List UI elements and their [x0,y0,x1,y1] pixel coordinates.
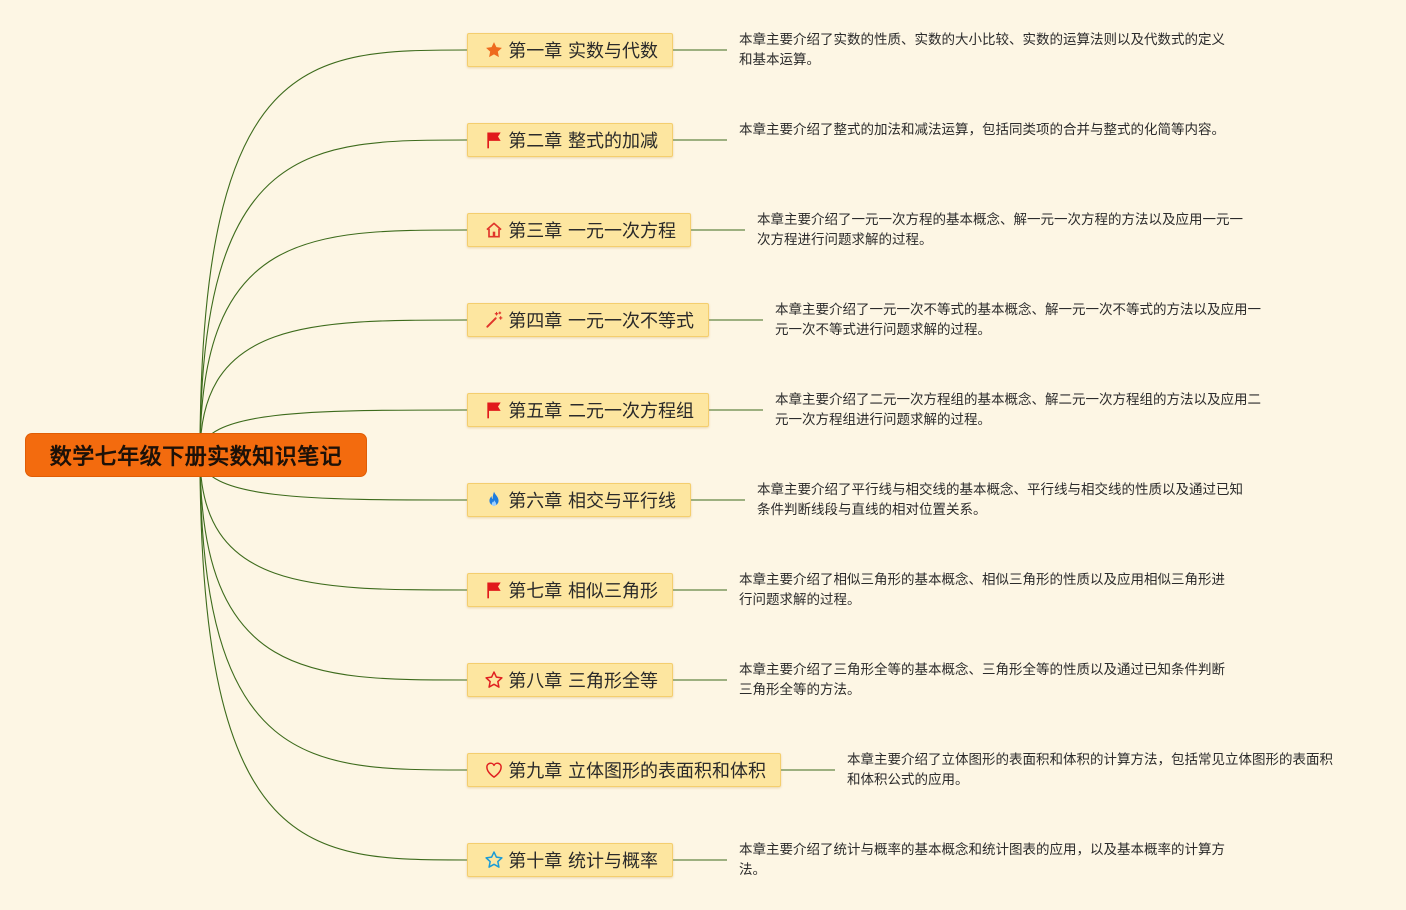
chapter-description: 本章主要介绍了三角形全等的基本概念、三角形全等的性质以及通过已知条件判断三角形全… [739,662,1225,698]
chapter-label: 第五章 二元一次方程组 [508,401,694,422]
chapter-node[interactable]: 第九章 立体图形的表面积和体积 [467,753,781,787]
branch-connector [199,454,468,681]
home-icon [484,219,504,241]
chapter-node[interactable]: 第十章 统计与概率 [467,843,673,877]
chapter-description: 本章主要介绍了立体图形的表面积和体积的计算方法，包括常见立体图形的表面积和体积公… [847,752,1333,788]
chapter-label: 第四章 一元一次不等式 [508,311,694,332]
branch-connector [199,454,468,861]
chapter-description: 本章主要介绍了平行线与相交线的基本概念、平行线与相交线的性质以及通过已知条件判断… [757,482,1243,518]
chapter-label: 第八章 三角形全等 [508,671,658,692]
chapter-node[interactable]: 第六章 相交与平行线 [467,483,691,517]
branch-connector [199,454,468,771]
star-outline-blue-icon [484,849,504,871]
chapter-node[interactable]: 第三章 一元一次方程 [467,213,691,247]
root-topic[interactable]: 数学七年级下册实数知识笔记 [26,434,366,476]
branch-connector [199,139,468,456]
chapter-node[interactable]: 第一章 实数与代数 [467,33,673,67]
chapter-description: 本章主要介绍了相似三角形的基本概念、相似三角形的性质以及应用相似三角形进行问题求… [739,572,1225,608]
red-flag-icon [484,579,504,601]
heart-outline-icon [484,759,504,781]
chapter-node[interactable]: 第四章 一元一次不等式 [467,303,709,337]
chapter-node[interactable]: 第八章 三角形全等 [467,663,673,697]
flame-icon [484,489,504,511]
chapter-description: 本章主要介绍了统计与概率的基本概念和统计图表的应用，以及基本概率的计算方法。 [739,842,1225,878]
chapter-label: 第二章 整式的加减 [508,131,658,152]
chapter-label: 第三章 一元一次方程 [508,221,676,242]
star-filled-icon [484,39,504,61]
chapter-description: 本章主要介绍了一元一次不等式的基本概念、解一元一次不等式的方法以及应用一元一次不… [775,302,1261,338]
magic-wand-icon [484,309,504,331]
branch-connector [199,49,468,456]
chapter-node[interactable]: 第二章 整式的加减 [467,123,673,157]
chapter-label: 第一章 实数与代数 [508,41,658,62]
chapter-label: 第七章 相似三角形 [508,581,658,602]
chapter-label: 第六章 相交与平行线 [508,491,676,512]
star-outline-red-icon [484,669,504,691]
root-title: 数学七年级下册实数知识笔记 [49,445,343,470]
red-flag-icon [484,129,504,151]
chapter-description: 本章主要介绍了一元一次方程的基本概念、解一元一次方程的方法以及应用一元一次方程进… [757,212,1243,248]
chapter-description: 本章主要介绍了实数的性质、实数的大小比较、实数的运算法则以及代数式的定义和基本运… [739,32,1225,68]
chapter-description: 本章主要介绍了二元一次方程组的基本概念、解二元一次方程组的方法以及应用二元一次方… [775,392,1261,428]
branch-connector [199,229,468,456]
chapter-label: 第九章 立体图形的表面积和体积 [508,761,766,782]
red-flag-icon [484,399,504,421]
chapter-description: 本章主要介绍了整式的加法和减法运算，包括同类项的合并与整式的化简等内容。 [739,122,1225,138]
chapter-label: 第十章 统计与概率 [508,851,658,872]
chapter-node[interactable]: 第五章 二元一次方程组 [467,393,709,427]
chapter-node[interactable]: 第七章 相似三角形 [467,573,673,607]
